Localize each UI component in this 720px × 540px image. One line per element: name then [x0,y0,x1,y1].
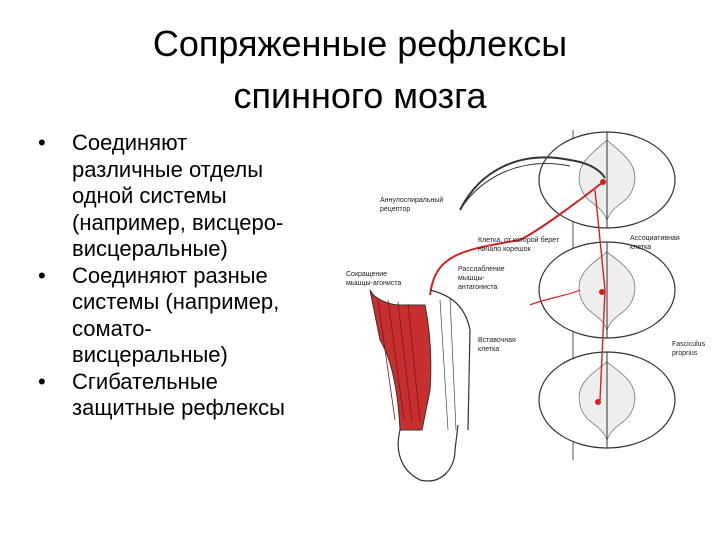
bullet-item: • Соединяют разные системы (например, сом… [36,263,356,369]
label-receptor: рецептор [380,206,410,213]
label-insert: клетка [478,346,499,353]
bullet-item: • Сгибательные защитные рефлексы [36,369,356,422]
label-cell: начало корешок [478,246,531,253]
spinal-section-bottom [539,352,675,448]
bullet-dot-icon: • [38,263,46,290]
label-insert: Вставочная [478,337,516,344]
bullet-text: Соединяют разные системы (например, сома… [72,263,279,368]
title-line-1: Сопряженные рефлексы [60,18,660,70]
neuron-body [600,179,606,185]
bullet-item: • Соединяют различные отделы одной систем… [36,130,356,263]
reflex-diagram: Аннулоспиральный рецептор Клетка, от кот… [340,130,710,490]
label-contract: Сокращение [346,271,387,278]
bullet-text: Соединяют различные отделы одной системы… [72,130,283,261]
leg-illustration [370,290,470,481]
bullet-dot-icon: • [38,130,46,157]
spinal-section-middle [539,242,675,338]
bullet-list: • Соединяют различные отделы одной систем… [36,130,356,422]
label-relax: Расслабление [458,265,505,273]
neuron-body [599,289,605,295]
label-relax: антагониста [458,284,497,291]
bullet-text: Сгибательные защитные рефлексы [72,369,285,421]
spinal-section-top [539,132,675,228]
label-fasciculus: proprius [672,350,698,357]
label-assoc: Ассоциативная [630,235,680,242]
label-cell: Клетка, от которой берет [478,236,560,244]
label-fasciculus: Fasciculus [672,341,706,348]
slide-title: Сопряженные рефлексы спинного мозга [60,18,660,122]
label-relax: мышцы- [458,275,486,282]
label-contract: мышцы-агониста [346,280,401,287]
bullet-dot-icon: • [38,369,46,396]
label-assoc: клетка [630,244,651,251]
title-line-2: спинного мозга [60,70,660,122]
neuron-body [595,399,601,405]
label-receptor: Аннулоспиральный [380,196,443,204]
